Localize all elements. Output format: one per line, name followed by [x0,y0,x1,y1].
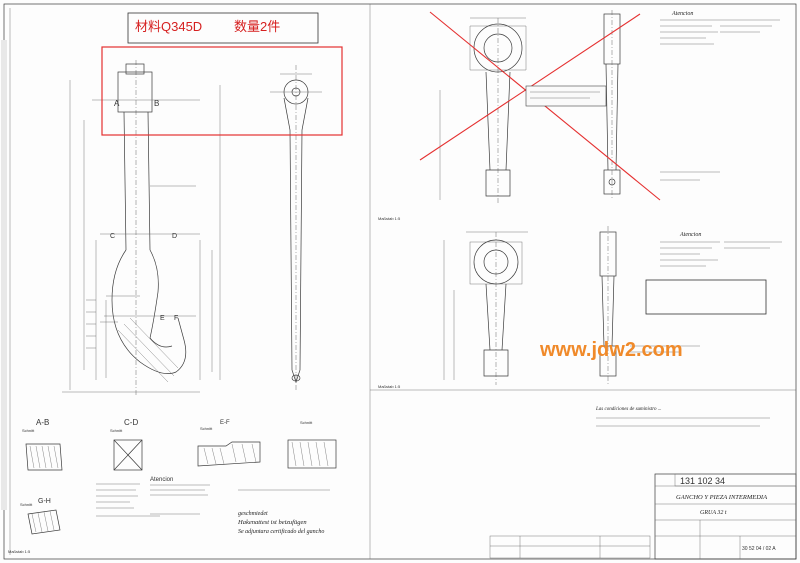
right-notes-mid: Atencion Maßstab 1:5 [378,232,782,389]
red-markup: 材料Q345D 数量2件 [101,12,343,136]
section-letter-e: E [160,315,165,322]
section-letter-a: A [114,99,120,108]
drawing-code: 30 52 04 / 02 A [742,546,776,552]
handwritten-note-text: Las condiciones de suministro ... [595,407,662,412]
hook-front-view [270,65,322,392]
handwritten-note: Las condiciones de suministro ... [595,407,770,427]
section-cd-cut: Schnitt [110,428,123,433]
quantity-label: 数量2件 [234,19,280,34]
section-ab-cut: Schnitt [22,428,35,433]
drawing-subtitle: GRUA 32 t [700,510,727,516]
hook-side-view [62,60,221,395]
section-letter-f: F [174,315,178,322]
atencion-left: Atencion [150,477,173,483]
atencion-mid: Atencion [679,232,701,238]
watermark: www.jdw2.com [539,339,683,361]
geschmiedet-text: geschmiedet [238,511,268,517]
red-highlight-box [101,46,343,136]
section-ef-title: E-F [220,420,230,426]
drawing-title: GANCHO Y PIEZA INTERMEDIA [676,494,767,501]
section-markers: A B C D E F [110,99,178,322]
connecting-link-bottom-view [443,226,617,385]
material-label: 材料Q345D [135,19,202,34]
right-notes-top: Atencion Maßstab 1:5 [378,11,780,221]
certificado-text: Se adjuntara certificado del gancho [238,528,324,535]
section-f-cut: Schnitt [300,420,313,425]
sheet-border [3,3,797,560]
hakenattest-text: Hakenattest ist beizufügen [237,519,307,526]
section-gh-title: G-H [38,498,51,505]
left-notes: Atencion geschmiedet Hakenattest ist bei… [8,477,330,554]
section-gh-cut: Schnitt [20,502,33,507]
title-block: 131 102 34 GANCHO Y PIEZA INTERMEDIA GRU… [489,473,797,560]
section-cd-title: C-D [124,418,138,427]
section-details: A-B Schnitt G-H C-D Schnitt E-F Schnitt … [20,418,337,535]
scale-left: Maßstab 1:5 [8,549,31,554]
scale-right-top: Maßstab 1:5 [378,216,401,221]
section-letter-d: D [172,233,177,240]
section-letter-b: B [154,99,159,108]
atencion-top: Atencion [671,11,693,17]
margin-strip [1,8,11,555]
scale-right-bottom: Maßstab 1:5 [378,384,401,389]
material-note-box [127,12,319,44]
drawing-number: 131 102 34 [680,476,725,486]
blank-label-box [645,279,767,315]
connecting-link-top-view [419,10,661,205]
section-ef-cut: Schnitt [200,426,213,431]
section-letter-c: C [110,233,115,240]
section-ab-title: A-B [36,418,49,427]
